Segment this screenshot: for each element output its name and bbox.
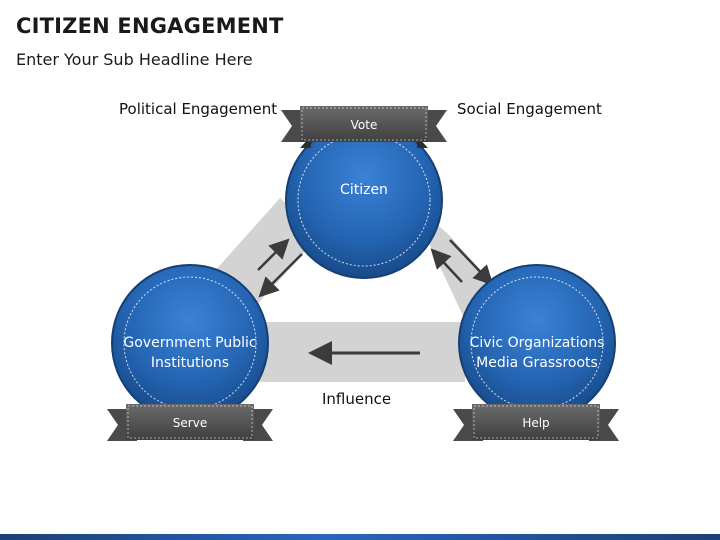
- ribbon-vote: Vote: [281, 106, 447, 148]
- node-civic-label-line1: Civic Organizations: [470, 335, 605, 351]
- ribbon-serve-label: Serve: [173, 416, 207, 430]
- ribbon-serve: Serve: [107, 404, 273, 441]
- page-title: CITIZEN ENGAGEMENT: [16, 14, 284, 38]
- page-subtitle: Enter Your Sub Headline Here: [16, 50, 253, 69]
- node-civic-label-line2: Media Grassroots: [476, 355, 598, 371]
- node-citizen: Citizen: [285, 121, 443, 279]
- node-citizen-label: Citizen: [340, 182, 388, 198]
- footer-bar: [0, 534, 720, 540]
- arrow-up-left: [257, 238, 290, 271]
- social-engagement-label: Social Engagement: [457, 100, 602, 118]
- node-government-label-line2: Institutions: [151, 355, 229, 371]
- arrow-down-left: [258, 253, 303, 298]
- ribbon-help-label: Help: [522, 416, 549, 430]
- arrow-up-right: [430, 248, 463, 283]
- ribbon-vote-label: Vote: [351, 118, 378, 132]
- arrow-down-right: [449, 239, 494, 286]
- node-government-label-line1: Government Public: [123, 335, 256, 351]
- node-government: Government Public Institutions: [111, 264, 269, 422]
- political-engagement-label: Political Engagement: [119, 100, 278, 118]
- ribbon-help: Help: [453, 404, 619, 441]
- influence-label: Influence: [322, 390, 392, 408]
- node-civic: Civic Organizations Media Grassroots: [458, 264, 616, 422]
